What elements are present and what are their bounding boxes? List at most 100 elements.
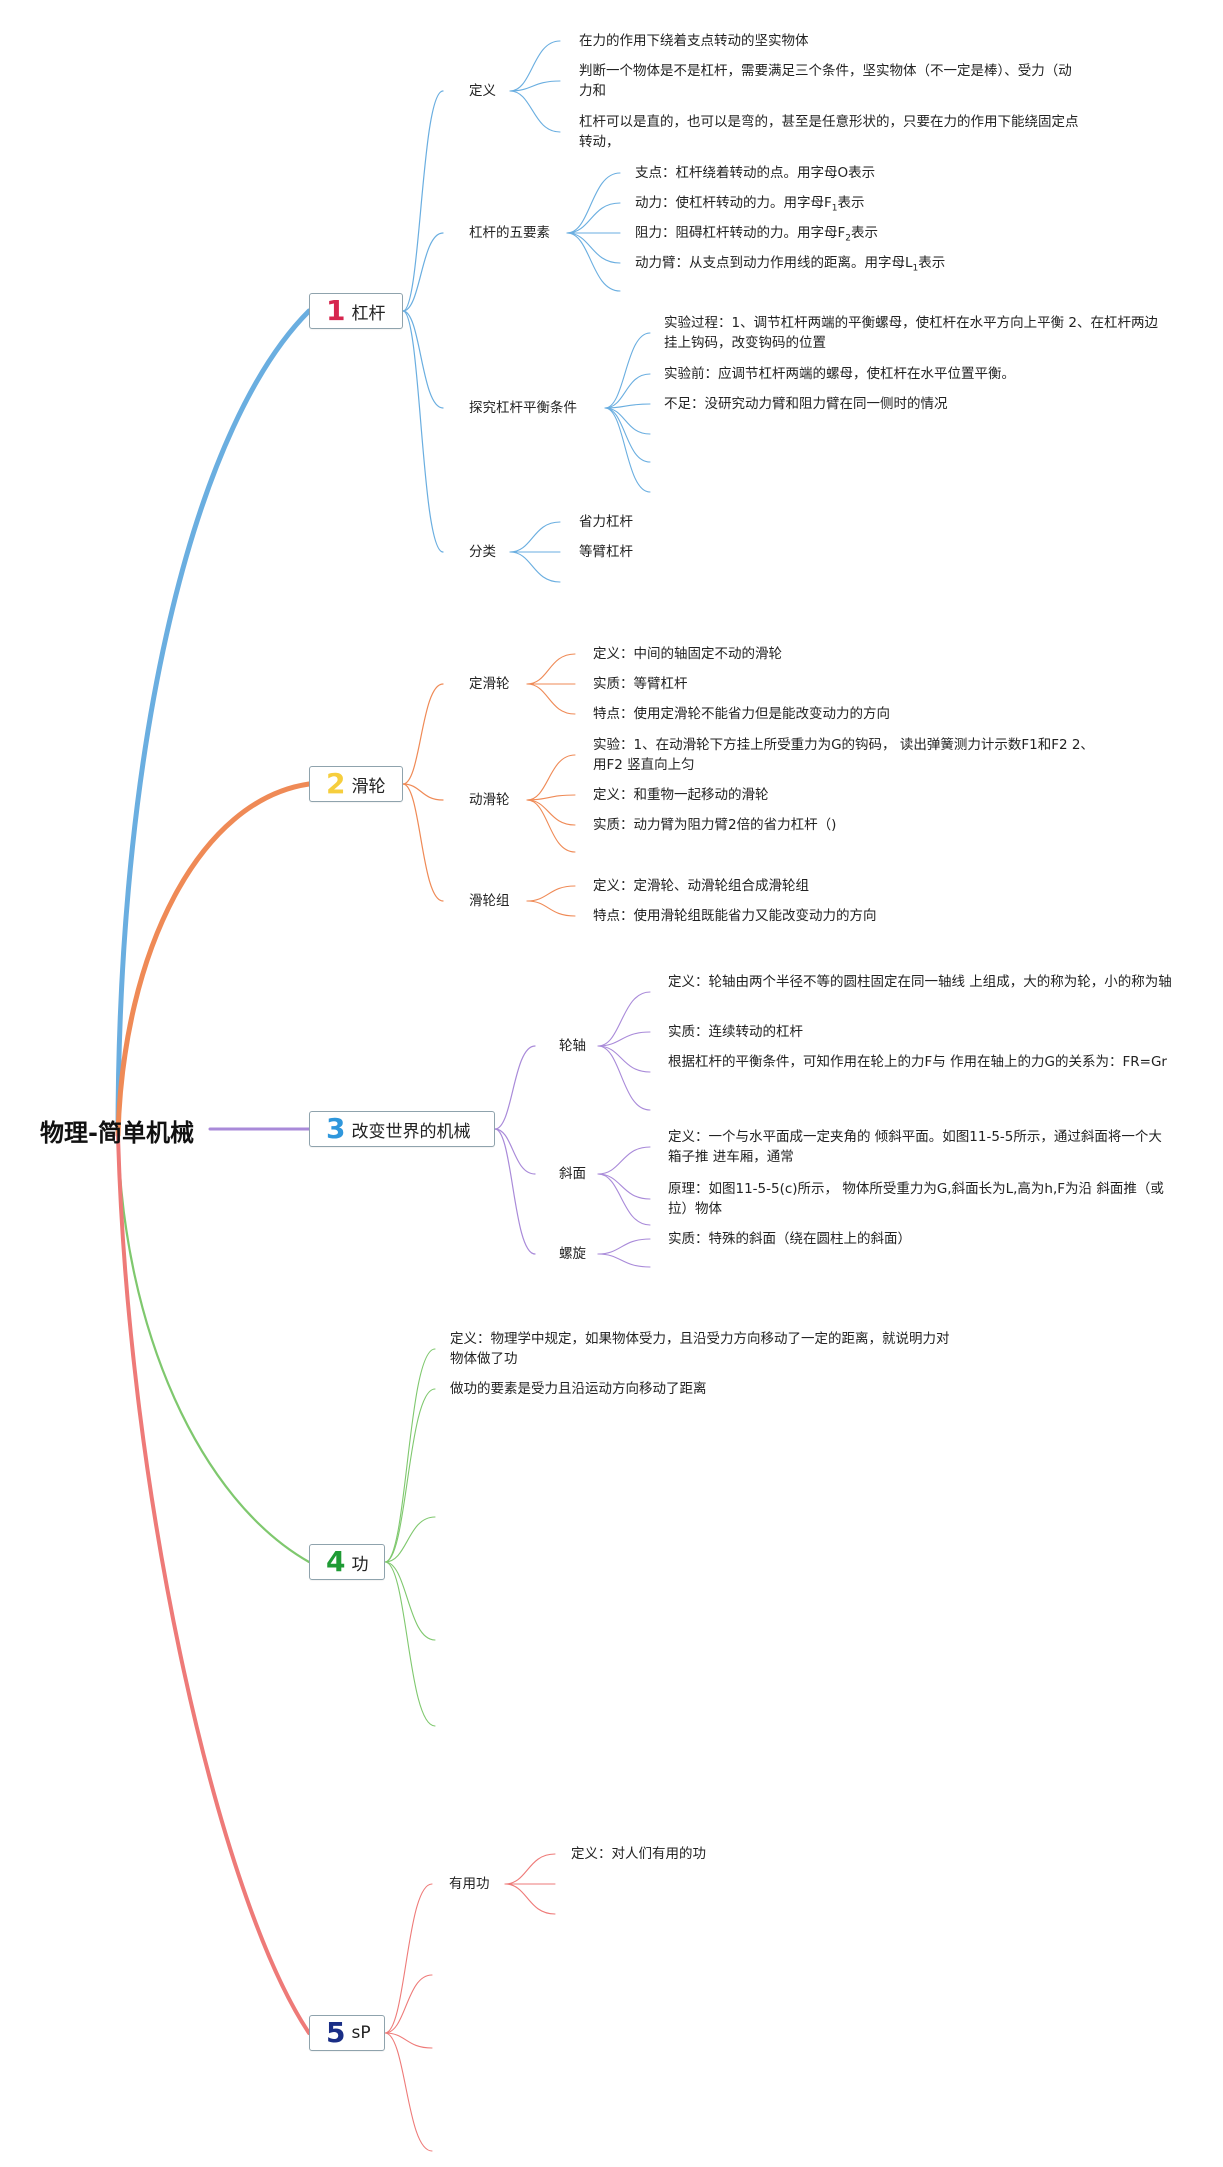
topic-world-machines[interactable]: 3 改变世界的机械 [309,1111,495,1147]
connector-line [504,1853,556,1885]
connector-line [526,900,576,917]
connector-line [597,991,651,1047]
connector-line [526,794,576,801]
leaf-item[interactable]: 动力臂：从支点到动力作用线的距离。用字母L1表示 [635,255,946,274]
leaf-item[interactable]: 定义：中间的轴固定不动的滑轮 [593,646,782,662]
topic-label: sP [351,2023,371,2043]
topic-label: 改变世界的机械 [351,1121,471,1142]
connector-line [509,80,561,92]
branch-line [116,1133,311,1564]
subtopic-fixed-pulley[interactable]: 定滑轮 [469,676,510,692]
leaf-item[interactable]: 支点：杠杆绕着转动的点。用字母O表示 [635,165,876,181]
leaf-item[interactable]: 判断一个物体是不是杠杆，需要满足三个条件，坚实物体（不一定是棒）、受力（动力和 [579,63,1072,99]
connector-line [604,373,651,409]
connector-line [384,1561,436,1641]
leaf-item[interactable]: 在力的作用下绕着支点转动的坚实物体 [579,33,809,49]
connector-line [494,1128,536,1175]
topic-label: 功 [351,1554,369,1575]
leaf-item[interactable]: 特点：使用定滑轮不能省力但是能改变动力的方向 [593,706,890,722]
leaf-item[interactable]: 特点：使用滑轮组既能省力又能改变动力的方向 [593,908,877,924]
connector-line [526,653,576,685]
leaf-item[interactable]: 不足：没研究动力臂和阻力臂在同一侧时的情况 [664,396,948,412]
leaf-item[interactable]: 原理：如图11-5-5(c)所示， 物体所受重力为G,斜面长为L,高为h,F为沿… [668,1181,1164,1217]
leaf-item[interactable]: 实质：动力臂为阻力臂2倍的省力杠杆（) [593,817,837,833]
connector-line [526,885,576,902]
connector-line [604,407,651,463]
connector-line [509,90,561,133]
connector-line [597,1045,651,1073]
leaf-item[interactable]: 定义：一个与水平面成一定夹角的 倾斜平面。如图11-5-5所示，通过斜面将一个大… [668,1129,1162,1165]
subtopic-classification[interactable]: 分类 [469,544,496,560]
connector-line [402,683,444,785]
topic-work[interactable]: 4 功 [309,1544,385,1580]
leaf-item[interactable]: 省力杠杆 [579,514,633,530]
subtopic-definition[interactable]: 定义 [469,83,496,99]
topic-lever[interactable]: 1 杠杆 [309,293,403,329]
connector-line [504,1883,556,1915]
connector-line [597,1031,651,1047]
connector-line [604,407,651,493]
subtopic-screw[interactable]: 螺旋 [559,1246,586,1262]
connector-line [402,310,444,409]
connector-line [509,40,561,92]
subtopic-moving-pulley[interactable]: 动滑轮 [469,792,510,808]
topic-sp[interactable]: 5 sP [309,2015,385,2051]
connector-line [402,90,444,312]
connector-line [402,783,444,801]
connector-line [384,1561,436,1727]
leaf-item[interactable]: 实质：特殊的斜面（绕在圆柱上的斜面） [668,1231,911,1247]
leaf-item[interactable]: 动力：使杠杆转动的力。用字母F1表示 [635,195,865,214]
topic-label: 滑轮 [351,776,386,797]
leaf-item[interactable]: 做功的要素是受力且沿运动方向移动了距离 [450,1381,707,1397]
leaf-item[interactable]: 定义：定滑轮、动滑轮组合成滑轮组 [593,878,809,894]
leaf-item[interactable]: 定义：轮轴由两个半径不等的圆柱固定在同一轴线 上组成，大的称为轮，小的称为轴 [668,974,1172,990]
leaf-item[interactable]: 阻力：阻碍杠杆转动的力。用字母F2表示 [635,225,878,244]
topic-number: 5 [326,2016,346,2049]
connector-line [509,521,561,553]
connector-line [597,1253,651,1268]
connector-line [566,202,621,234]
root-title: 物理-简单机械 [40,1119,194,1147]
topic-number: 2 [326,767,346,800]
topic-pulley[interactable]: 2 滑轮 [309,766,403,802]
connector-line [526,754,576,801]
subtopic-useful-work[interactable]: 有用功 [449,1876,490,1892]
leaf-item[interactable]: 定义：和重物一起移动的滑轮 [593,787,769,803]
branch-line [115,781,312,1138]
leaf-item[interactable]: 实验过程：1、调节杠杆两端的平衡螺母，使杠杆在水平方向上平衡 2、在杠杆两边挂上… [664,315,1158,351]
leaf-item[interactable]: 实验前：应调节杠杆两端的螺母，使杠杆在水平位置平衡。 [664,366,1015,382]
connector-line [494,1045,536,1130]
connector-line [494,1128,536,1255]
leaf-item[interactable]: 实验：1、在动滑轮下方挂上所受重力为G的钩码， 读出弹簧测力计示数F1和F2 2… [593,737,1094,773]
leaf-item[interactable]: 定义：对人们有用的功 [571,1846,706,1862]
connector-line [604,332,651,409]
connector-line [402,783,444,902]
leaf-item[interactable]: 实质：等臂杠杆 [593,676,688,692]
connector-line [566,232,621,292]
subtopic-wheel-axle[interactable]: 轮轴 [559,1038,586,1054]
connector-line [597,1146,651,1175]
subtopic-pulley-block[interactable]: 滑轮组 [469,893,510,909]
connector-line [384,1974,433,2034]
connector-line [597,1045,651,1111]
subtopic-five-elements[interactable]: 杠杆的五要素 [469,225,550,241]
leaf-item[interactable]: 定义：物理学中规定，如果物体受力，且沿受力方向移动了一定的距离，就说明力对物体做… [450,1331,950,1367]
leaf-item[interactable]: 杠杆可以是直的，也可以是弯的，甚至是任意形状的，只要在力的作用下能绕固定点转动， [579,114,1079,150]
connector-line [566,172,621,234]
connector-line [384,1388,436,1563]
connector-line [402,232,444,312]
subtopic-balance-experiment[interactable]: 探究杠杆平衡条件 [469,400,577,416]
topic-label: 杠杆 [351,303,386,324]
topic-number: 3 [326,1112,346,1145]
connector-line [597,1173,651,1200]
subtopic-slope[interactable]: 斜面 [559,1166,586,1182]
branch-line [116,1133,311,2035]
connector-line [402,310,444,553]
leaf-item[interactable]: 根据杠杆的平衡条件，可知作用在轮上的力F与 作用在轴上的力G的关系为：FR=Gr [668,1054,1167,1070]
connector-line [384,1516,436,1563]
connector-line [509,551,561,583]
connector-line [597,1173,651,1226]
leaf-item[interactable]: 等臂杠杆 [579,544,633,560]
leaf-item[interactable]: 实质：连续转动的杠杆 [668,1024,803,1040]
